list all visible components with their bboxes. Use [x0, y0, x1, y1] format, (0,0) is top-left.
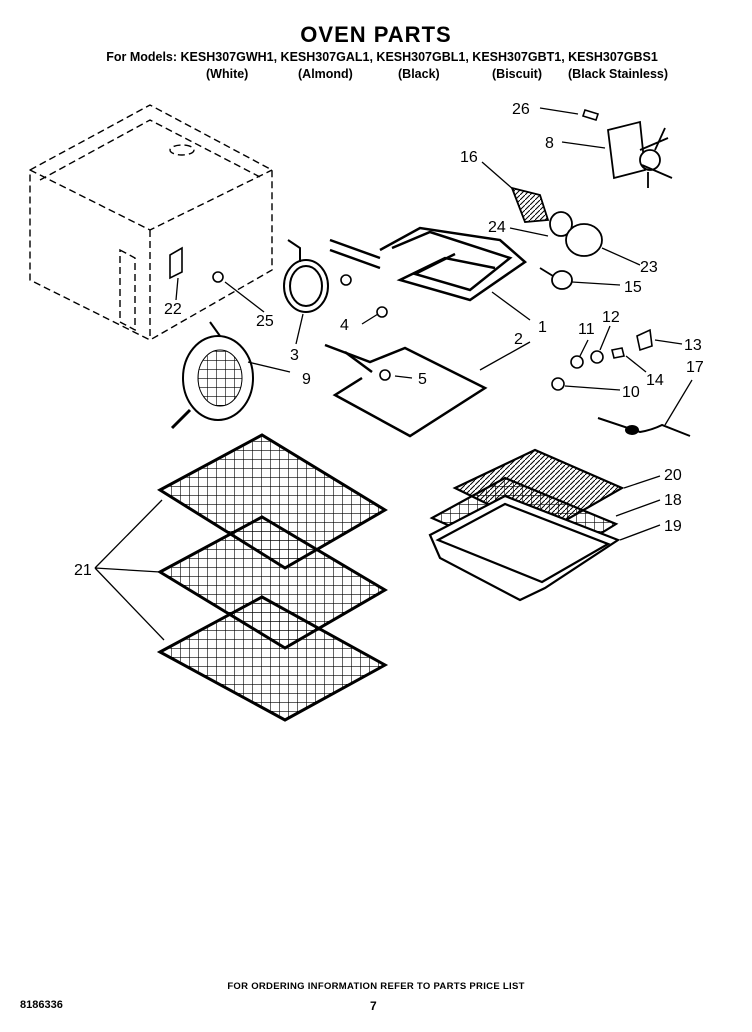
- element-bracket: [283, 239, 329, 313]
- callout-18: 18: [664, 492, 682, 509]
- broil-element: [329, 226, 528, 302]
- convection-fan-motor: [607, 120, 673, 188]
- broiler-pan-set: [428, 448, 625, 602]
- callout-2: 2: [514, 331, 523, 348]
- temperature-sensor: [597, 417, 691, 437]
- fasteners: [169, 109, 653, 391]
- page-title: OVEN PARTS: [300, 22, 452, 47]
- callout-25: 25: [256, 313, 274, 330]
- bake-element: [324, 343, 488, 438]
- oven-racks: [156, 433, 389, 722]
- color-almond: (Almond): [298, 67, 353, 81]
- callout-13: 13: [684, 337, 702, 354]
- document-number: 8186336: [20, 999, 63, 1011]
- callout-22: 22: [164, 301, 182, 318]
- callout-1: 1: [538, 319, 547, 336]
- color-black-stainless: (Black Stainless): [568, 67, 669, 81]
- color-black: (Black): [398, 67, 440, 81]
- color-white: (White): [206, 67, 249, 81]
- callout-19: 19: [664, 518, 682, 535]
- callout-26: 26: [512, 101, 530, 118]
- callout-5: 5: [418, 371, 427, 388]
- callout-10: 10: [622, 384, 640, 401]
- callout-8: 8: [545, 135, 554, 152]
- callout-24: 24: [488, 219, 506, 236]
- light-assembly: [510, 186, 603, 290]
- callout-12: 12: [602, 309, 620, 326]
- color-biscuit: (Biscuit): [492, 67, 542, 81]
- callout-4: 4: [340, 317, 349, 334]
- callout-11: 11: [578, 321, 595, 338]
- callout-16: 16: [460, 149, 478, 166]
- fan-cover: [170, 321, 254, 430]
- ordering-note: FOR ORDERING INFORMATION REFER TO PARTS …: [227, 981, 525, 992]
- oven-cavity: [29, 104, 273, 341]
- callout-21: 21: [74, 562, 92, 579]
- models-line: For Models: KESH307GWH1, KESH307GAL1, KE…: [106, 50, 658, 64]
- page-number: 7: [370, 999, 377, 1013]
- callout-15: 15: [624, 279, 642, 296]
- callout-20: 20: [664, 467, 682, 484]
- callout-3: 3: [290, 347, 299, 364]
- callout-17: 17: [686, 359, 704, 376]
- callout-9: 9: [302, 371, 311, 388]
- callout-23: 23: [640, 259, 658, 276]
- leader-lines: [94, 107, 693, 641]
- callout-14: 14: [646, 372, 664, 389]
- callout-labels: 1 2 3 4 5 8 9 10 11 12 13 14 15 16 17 18…: [74, 101, 704, 579]
